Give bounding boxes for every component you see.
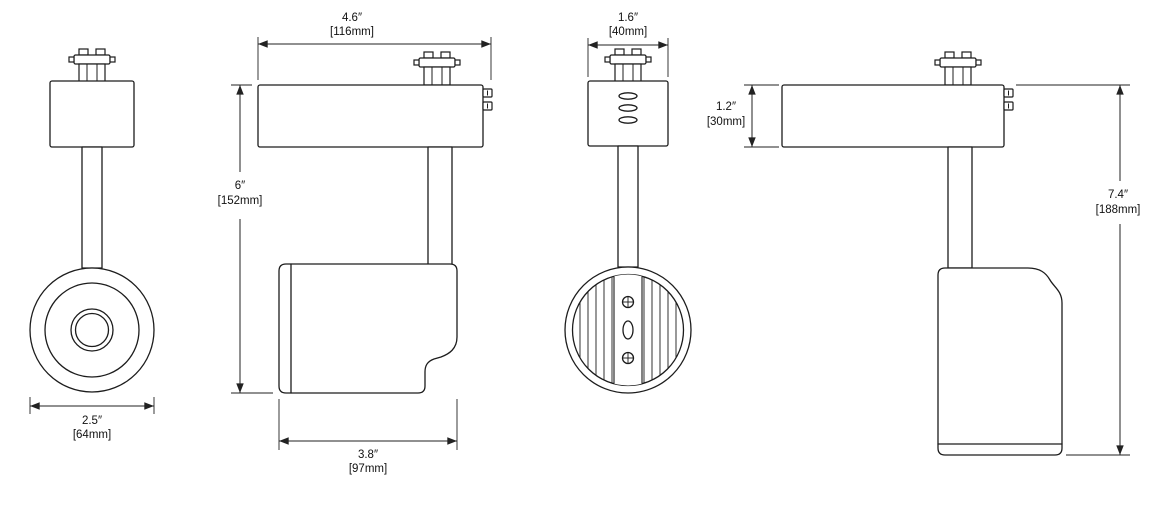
vent-slot xyxy=(618,104,638,112)
lens-mid-ring xyxy=(44,282,140,378)
dim-head-length: 3.8″ [97mm] xyxy=(278,399,458,475)
vent-slot xyxy=(618,116,638,124)
dim-adapter-height-metric: [30mm] xyxy=(707,116,745,128)
dim-head-length-metric: [97mm] xyxy=(349,463,387,475)
adjustment-screws xyxy=(482,88,493,111)
dim-lens-diameter: 2.5″ [64mm] xyxy=(29,397,155,441)
adapter-body xyxy=(587,80,669,147)
adapter-body xyxy=(781,84,1005,148)
dim-adapter-height: 1.2″ [30mm] xyxy=(707,84,779,148)
dim-overall-height: 7.4″ [188mm] xyxy=(1016,84,1141,456)
adjustment-screws xyxy=(1003,88,1014,111)
baffle-louvers xyxy=(579,274,677,386)
lens-inner-ring xyxy=(70,308,114,352)
front-view xyxy=(29,48,155,393)
stem xyxy=(81,146,103,269)
dim-height-to-head-metric: [152mm] xyxy=(218,195,263,207)
dim-overall-width: 4.6″ [116mm] xyxy=(257,12,492,80)
dim-lens-diameter-inches: 2.5″ xyxy=(82,415,102,427)
side-profile-view xyxy=(781,51,1063,456)
dim-head-length-inches: 3.8″ xyxy=(358,449,378,461)
side-view xyxy=(257,51,493,394)
dim-overall-width-metric: [116mm] xyxy=(330,26,374,38)
track-connector xyxy=(68,48,116,83)
dim-overall-height-metric: [188mm] xyxy=(1096,204,1141,216)
dim-overall-height-inches: 7.4″ xyxy=(1108,189,1128,201)
lens-center xyxy=(74,312,110,348)
stem xyxy=(947,146,973,269)
head-front-view xyxy=(564,48,692,394)
adapter-body xyxy=(257,84,484,148)
dim-adapter-width-inches: 1.6″ xyxy=(618,12,638,24)
lamp-head xyxy=(937,267,1063,456)
vent-slot xyxy=(618,92,638,100)
dim-height-to-head: 6″ [152mm] xyxy=(218,84,273,394)
lens-outer-ring xyxy=(29,267,155,393)
stem xyxy=(617,145,639,268)
track-connector xyxy=(413,51,461,86)
dim-adapter-width-metric: [40mm] xyxy=(609,26,647,38)
dim-adapter-width: 1.6″ [40mm] xyxy=(587,12,669,77)
adapter-body xyxy=(49,80,135,148)
track-connector xyxy=(604,48,652,83)
dim-adapter-height-inches: 1.2″ xyxy=(716,101,736,113)
dim-overall-width-inches: 4.6″ xyxy=(342,12,362,24)
bracket-center-detail xyxy=(622,320,634,340)
track-connector xyxy=(934,51,982,86)
dim-height-to-head-inches: 6″ xyxy=(235,180,245,192)
dim-lens-diameter-metric: [64mm] xyxy=(73,429,111,441)
stem xyxy=(427,146,453,266)
lamp-head xyxy=(278,263,458,394)
lamp-bracket xyxy=(613,274,643,386)
